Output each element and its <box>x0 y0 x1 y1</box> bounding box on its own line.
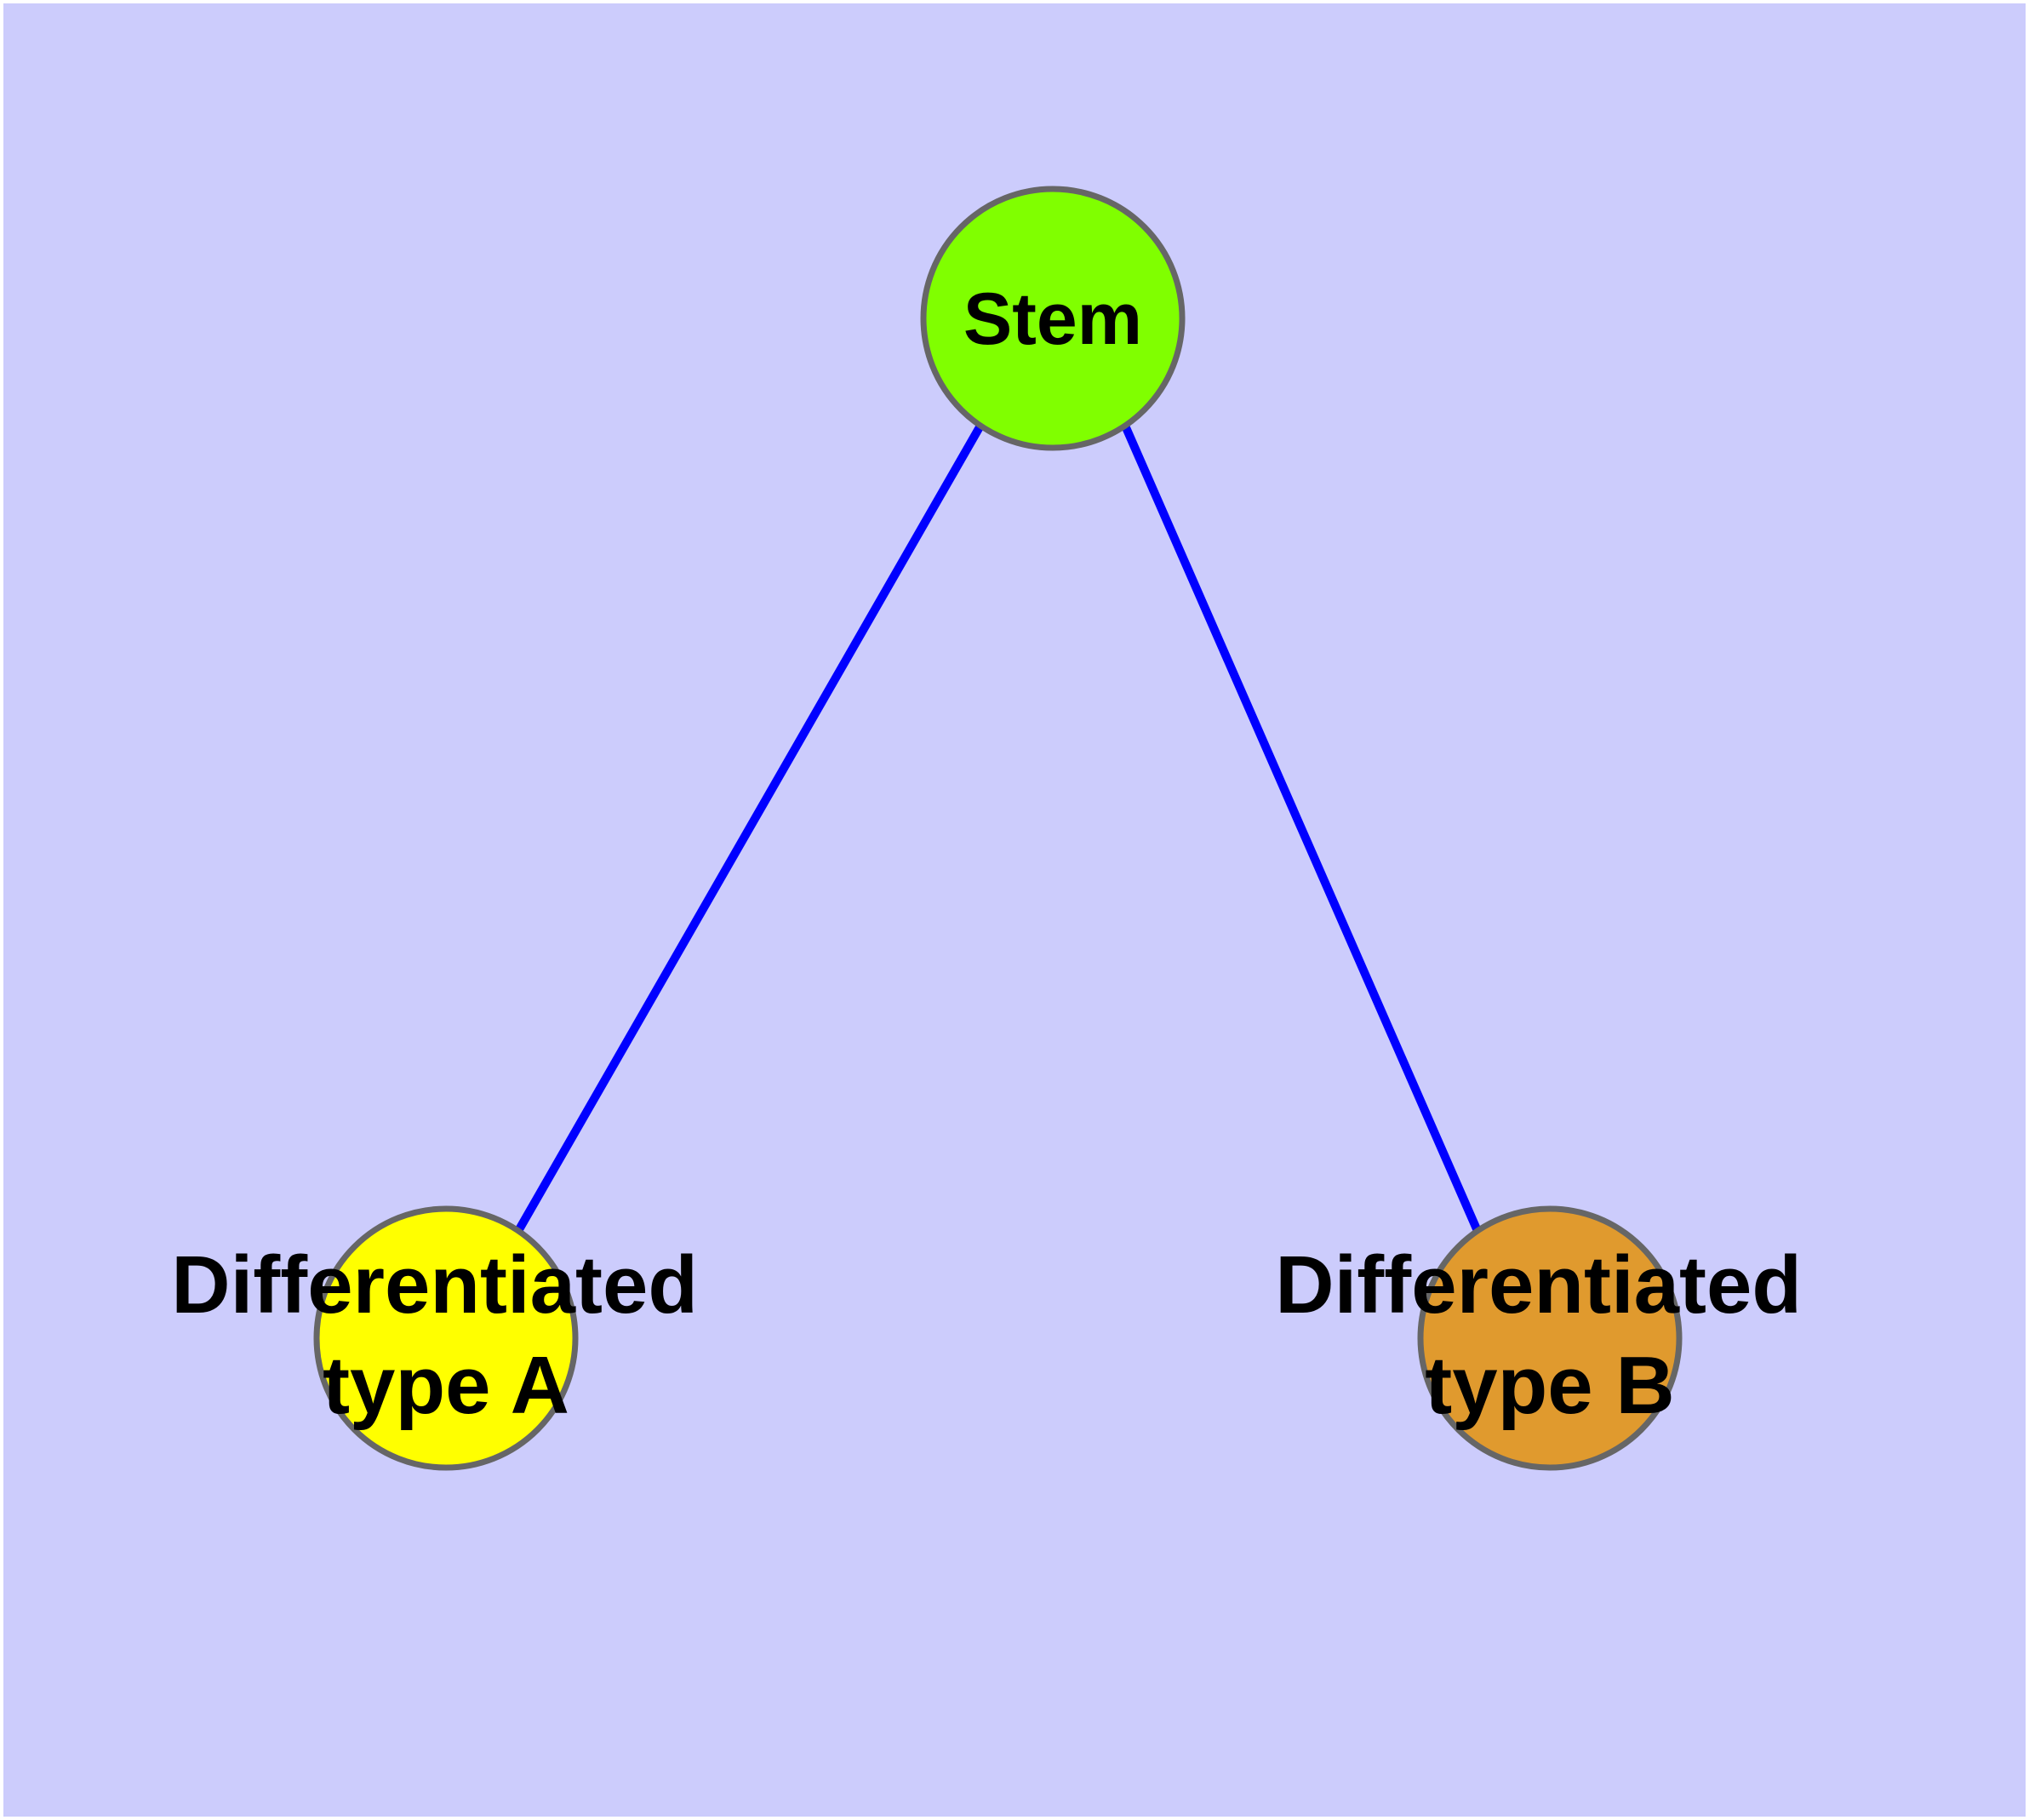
node-differentiated-type-b-label-line-2: type B <box>1425 1340 1674 1431</box>
node-differentiated-type-b-label-line-1: Differentiated <box>1275 1239 1802 1331</box>
node-stem[interactable]: Stem <box>920 186 1186 451</box>
node-differentiated-type-a[interactable] <box>313 1205 579 1471</box>
nodes-group: Stem Differentiated type A Differentiate… <box>171 186 1824 1471</box>
edges-group <box>514 423 1482 1233</box>
node-differentiated-type-b-circle[interactable] <box>1417 1205 1683 1471</box>
edge-stem-to-differentiated-type-b[interactable] <box>1121 423 1482 1233</box>
node-differentiated-type-a-label-line-2: type A <box>323 1340 569 1431</box>
diagram-canvas: Stem Differentiated type A Differentiate… <box>3 3 2026 1817</box>
node-differentiated-type-b[interactable] <box>1417 1205 1683 1471</box>
node-stem-label-line-1: Stem <box>963 278 1142 360</box>
edge-stem-to-differentiated-type-a[interactable] <box>514 423 985 1233</box>
node-differentiated-type-a-label: Differentiated type A <box>171 1239 720 1431</box>
node-differentiated-type-b-label: Differentiated type B <box>1275 1239 1824 1431</box>
node-stem-circle[interactable] <box>920 186 1186 451</box>
node-stem-label: Stem <box>963 278 1142 360</box>
cell-differentiation-graph: Stem Differentiated type A Differentiate… <box>171 186 1824 1471</box>
node-differentiated-type-a-label-line-1: Differentiated <box>171 1239 698 1331</box>
node-differentiated-type-a-circle[interactable] <box>313 1205 579 1471</box>
